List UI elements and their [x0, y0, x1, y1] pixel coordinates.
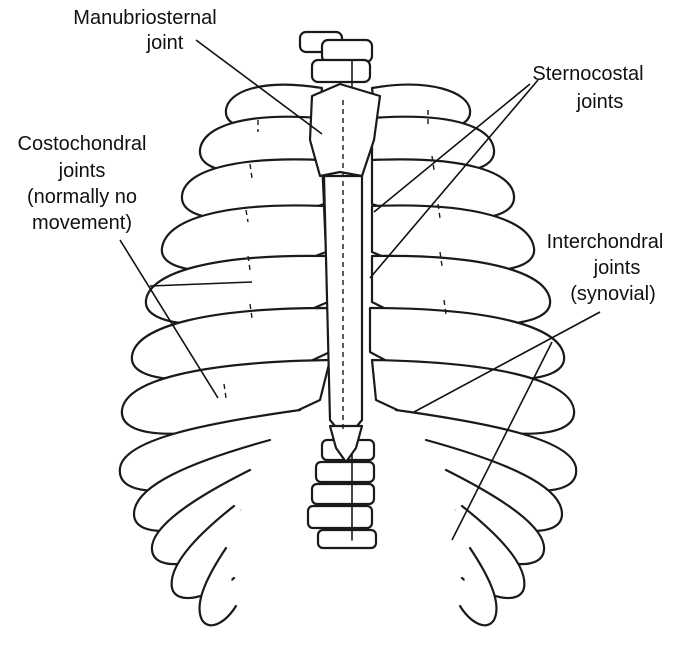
label-manubriosternal-line1: Manubriosternal	[73, 7, 216, 29]
label-costochondral-line3: (normally no	[27, 186, 137, 208]
label-manubriosternal-line2: joint	[146, 32, 184, 54]
label-interchondral-line1: Interchondral	[547, 231, 664, 253]
label-sternocostal-line1: Sternocostal	[532, 63, 643, 85]
left-ribs	[118, 83, 332, 627]
label-interchondral-joints: Interchondral joints (synovial)	[547, 231, 664, 305]
label-sternocostal-line2: joints	[576, 91, 624, 113]
label-interchondral-line2: joints	[593, 257, 641, 279]
leader-lines	[119, 39, 601, 541]
label-costochondral-line1: Costochondral	[18, 133, 147, 155]
right-ribs	[368, 83, 578, 627]
label-interchondral-line3: (synovial)	[570, 283, 656, 305]
label-costochondral-joints: Costochondral joints (normally no moveme…	[18, 133, 147, 234]
sternum	[308, 82, 382, 464]
label-costochondral-line2: joints	[58, 160, 106, 182]
label-sternocostal-joints: Sternocostal joints	[532, 63, 643, 113]
label-costochondral-line4: movement)	[32, 212, 132, 234]
label-manubriosternal-joint: Manubriosternal joint	[73, 7, 216, 54]
